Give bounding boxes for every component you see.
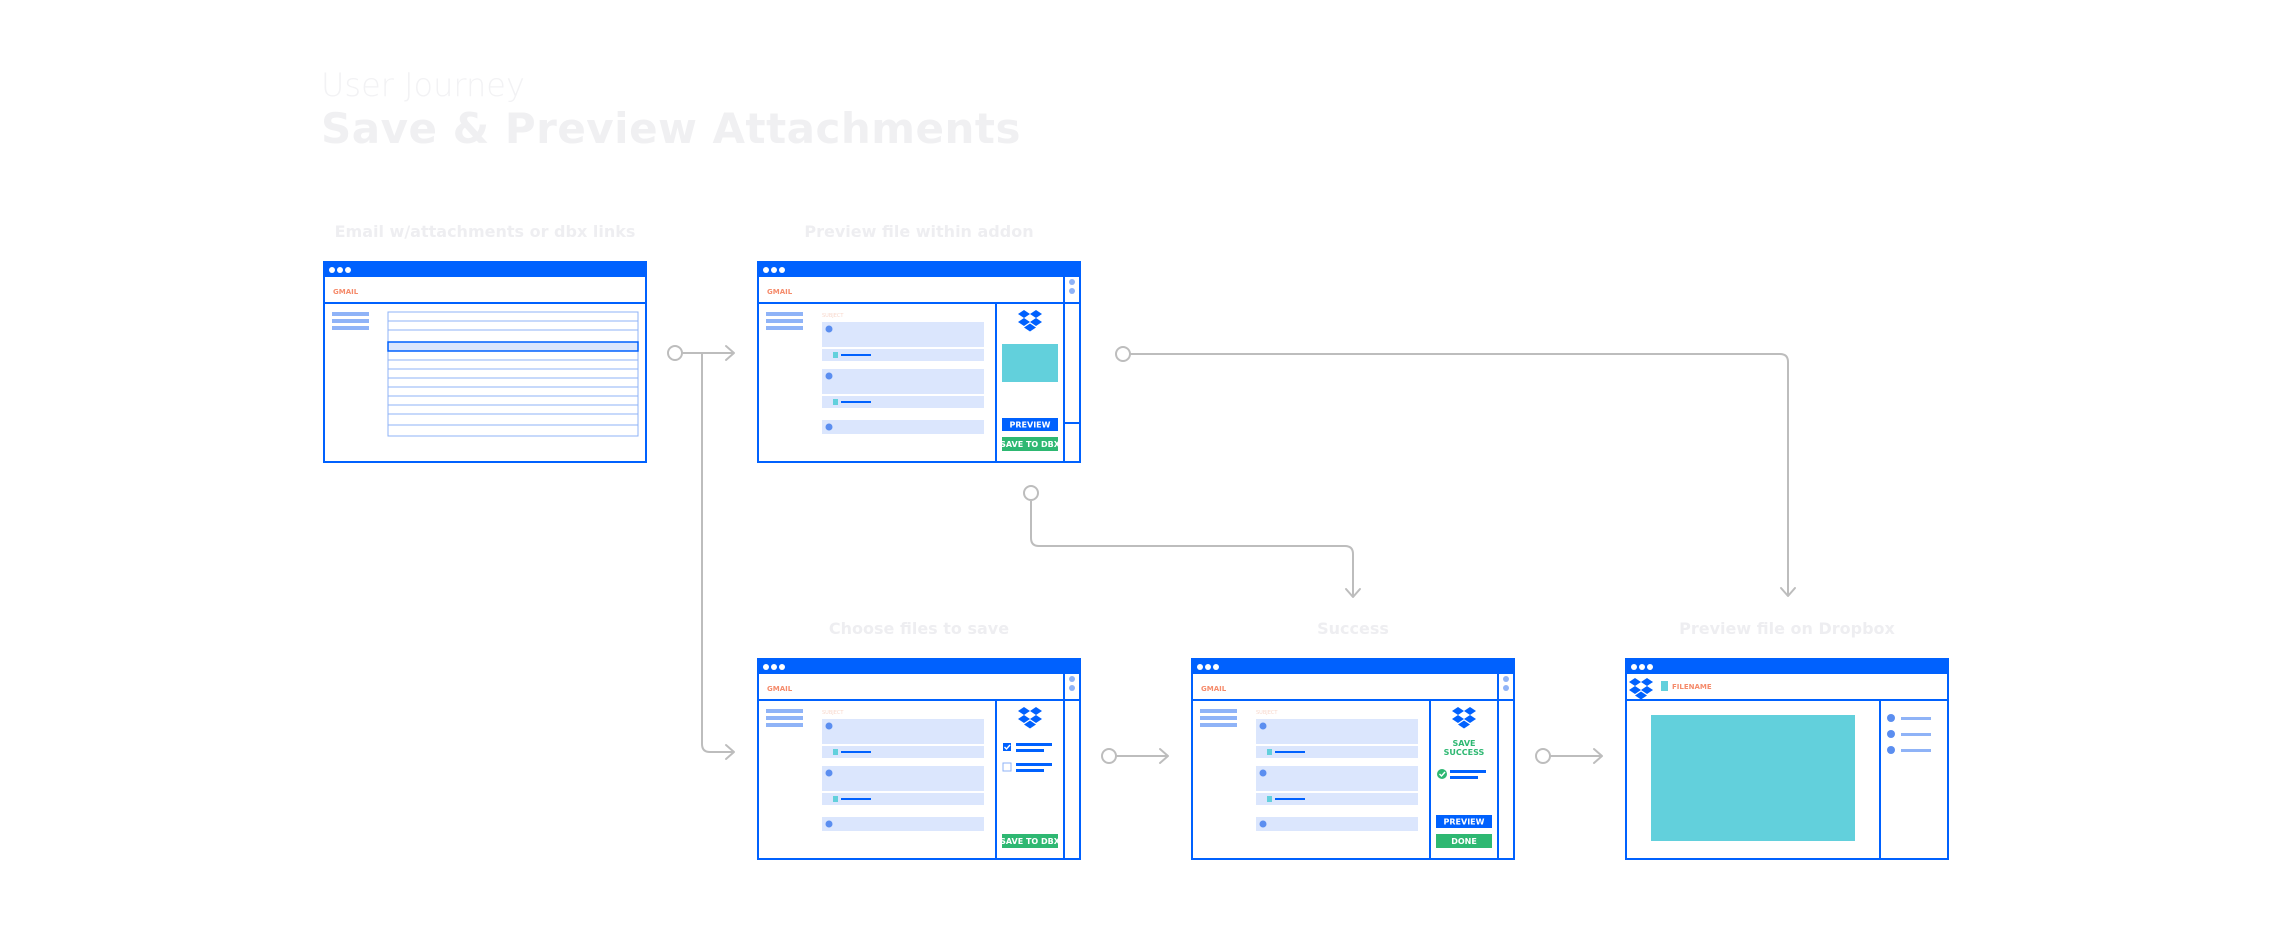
preview-button-label: PREVIEW: [1444, 818, 1485, 827]
app-label: GMAIL: [767, 288, 793, 296]
file-preview-thumbnail: [1002, 344, 1058, 382]
done-button-label: DONE: [1451, 837, 1477, 846]
subject-label: SUBJECT: [1256, 710, 1278, 716]
subject-label: SUBJECT: [822, 710, 844, 716]
step-label-email: Email w/attachments or dbx links: [334, 222, 636, 241]
save-to-dbx-button-label: SAVE TO DBX: [1000, 837, 1061, 846]
connector-preview-to-success: [1030, 501, 1354, 597]
app-label: GMAIL: [333, 288, 359, 296]
app-label: GMAIL: [1201, 685, 1227, 693]
window-dots-icon: [323, 261, 647, 463]
connectors: [682, 352, 1789, 757]
checkbox-empty-icon[interactable]: [1002, 762, 1012, 772]
connector-start-node: [1535, 748, 1551, 764]
file-details-list: [1887, 714, 1931, 754]
connector-preview-to-dropbox: [1130, 353, 1789, 596]
left-nav: [766, 709, 803, 727]
window-preview-addon: GMAIL SUBJECT PREVIEW SAVE TO DBX: [757, 261, 1081, 463]
window-preview-dropbox: FILENAME: [1625, 658, 1949, 860]
save-to-dbx-button[interactable]: [1002, 437, 1058, 451]
window-success: GMAIL SUBJECT SAVE SUCCESS PREVIEW DONE: [1191, 658, 1515, 860]
step-label-preview-addon: Preview file within addon: [804, 222, 1034, 241]
connector-start-node: [1101, 748, 1117, 764]
success-line-1: SAVE: [1452, 739, 1475, 748]
left-nav: [332, 312, 369, 330]
window-email: GMAIL: [323, 261, 647, 463]
preview-button-label: PREVIEW: [1010, 421, 1051, 430]
save-to-dbx-button-label: SAVE TO DBX: [1000, 440, 1061, 449]
app-label: GMAIL: [767, 685, 793, 693]
connector-start-node: [1023, 485, 1039, 501]
filename-label: FILENAME: [1672, 683, 1712, 691]
window-dots-icon: [1631, 664, 1637, 670]
done-button[interactable]: [1436, 834, 1492, 848]
connector-start-node: [667, 345, 683, 361]
saved-file-row: [1437, 769, 1486, 779]
selected-email-row: [387, 341, 639, 352]
inbox-list: [387, 311, 639, 437]
file-preview-canvas: [1651, 715, 1855, 841]
preview-button[interactable]: [1002, 418, 1058, 431]
window-choose-files: GMAIL SUBJECT SAVE TO DBX: [757, 658, 1081, 860]
success-check-icon: [1437, 769, 1447, 779]
connector-email-to-choose: [701, 353, 734, 753]
step-label-choose: Choose files to save: [828, 619, 1010, 638]
left-nav: [1200, 709, 1237, 727]
connector-start-node: [1115, 346, 1131, 362]
save-to-dbx-button[interactable]: [1002, 834, 1058, 848]
step-label-preview-dropbox: Preview file on Dropbox: [1679, 619, 1895, 638]
file-icon: [1661, 681, 1668, 691]
file-option-unchecked: [1002, 762, 1052, 772]
checkbox-checked-icon[interactable]: [1003, 743, 1011, 751]
success-line-2: SUCCESS: [1444, 748, 1485, 757]
journey-kicker: User Journey: [321, 66, 525, 104]
left-nav: [766, 312, 803, 330]
subject-label: SUBJECT: [822, 313, 844, 319]
preview-button[interactable]: [1436, 815, 1492, 828]
step-label-success: Success: [1317, 619, 1389, 638]
journey-title: Save & Preview Attachments: [321, 104, 1022, 153]
file-option-checked: [1003, 743, 1052, 752]
